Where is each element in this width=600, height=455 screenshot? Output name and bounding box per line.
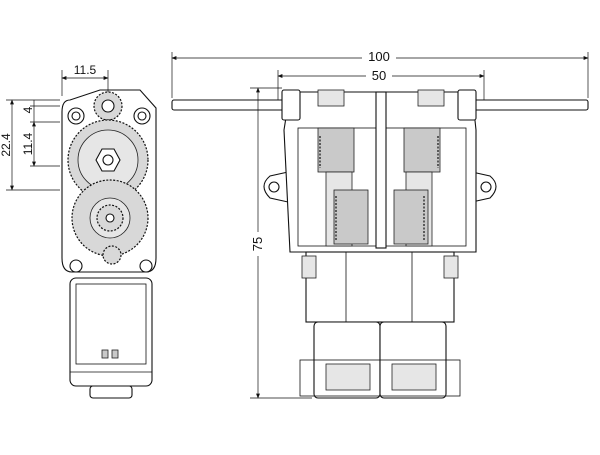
mounting-hole xyxy=(139,259,153,273)
motor-label xyxy=(391,363,437,391)
dim-side-offset-b: 11.4 xyxy=(21,132,35,155)
mounting-hole-inner xyxy=(137,111,147,121)
motor-bracket xyxy=(299,359,461,397)
coupling-right xyxy=(417,89,445,107)
motor-label-area xyxy=(75,283,147,365)
dim-side-offset-c: 4 xyxy=(21,106,35,113)
label-backdrop xyxy=(248,232,268,256)
bearing-left xyxy=(281,89,301,121)
shaft-hole xyxy=(102,154,114,166)
lower-housing xyxy=(305,251,455,323)
side-view xyxy=(61,89,157,399)
ear-hole xyxy=(480,181,492,193)
dim-gearbox-width: 50 xyxy=(372,68,386,83)
gear-stack xyxy=(333,189,369,245)
clip-left xyxy=(301,255,317,279)
gear-hub xyxy=(101,99,115,113)
mounting-hole-inner xyxy=(71,111,81,121)
shaft-hole xyxy=(105,213,115,223)
dim-side-offset-a: 22.4 xyxy=(0,133,13,157)
dim-side-width: 11.5 xyxy=(74,63,97,77)
motor-endcap xyxy=(89,385,133,399)
gear-stack xyxy=(317,127,355,173)
label-backdrop xyxy=(366,66,392,82)
mounting-hole xyxy=(69,259,83,273)
front-dimensions: 100 50 75 xyxy=(171,48,589,399)
motor-terminal xyxy=(101,349,109,359)
center-divider xyxy=(375,91,387,249)
motor-pinion xyxy=(102,245,122,265)
dim-height: 75 xyxy=(250,237,265,251)
motor-label xyxy=(325,363,371,391)
label-backdrop xyxy=(362,48,396,64)
motor-terminal xyxy=(111,349,119,359)
motor-body xyxy=(69,277,153,387)
front-view xyxy=(171,89,589,399)
side-dimensions: 11.5 22.4 11.4 4 xyxy=(0,63,109,191)
clip-right xyxy=(443,255,459,279)
dim-overall-length: 100 xyxy=(368,49,390,64)
gear-stack xyxy=(403,127,441,173)
gear-stack xyxy=(393,189,429,245)
bearing-right xyxy=(457,89,477,121)
ear-hole xyxy=(268,181,280,193)
coupling-left xyxy=(317,89,345,107)
